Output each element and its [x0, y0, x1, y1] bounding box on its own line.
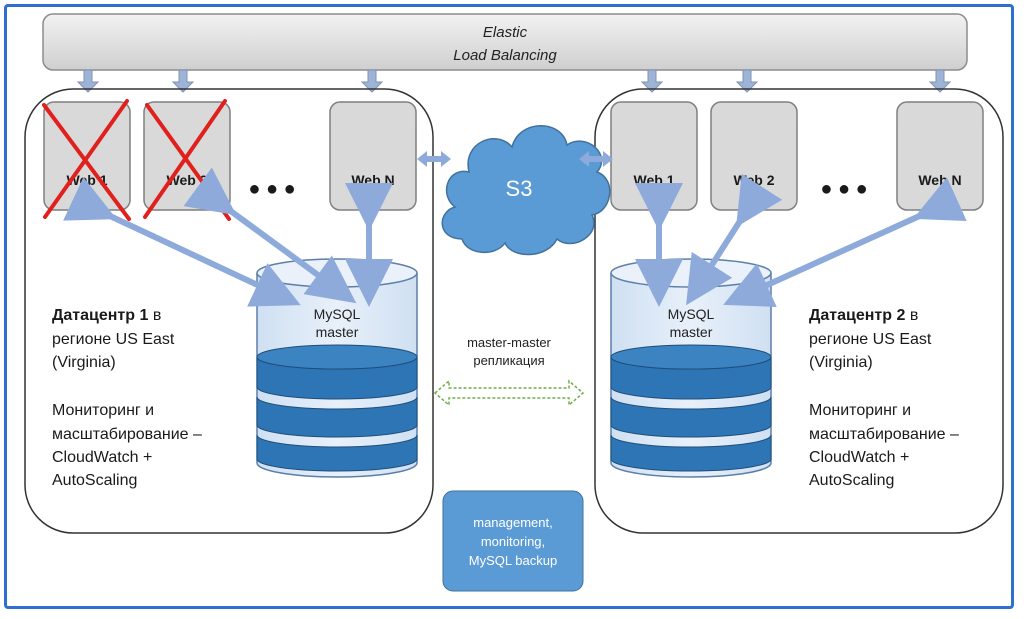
datacenter-left-line4: Мониторинг и: [52, 402, 154, 419]
right-web-server-n: Web N: [896, 101, 984, 211]
svg-text:Web 2: Web 2: [734, 172, 775, 188]
svg-text:Web 1: Web 1: [634, 172, 675, 188]
lb-arrow: [640, 69, 664, 93]
left-web-server-1: Web 1: [42, 99, 131, 221]
lb-arrow: [360, 69, 384, 93]
left-web-server-n: Web N: [329, 101, 417, 211]
right-webn-db-arrow: [723, 177, 967, 307]
load-balancer: Elastic Load Balancing: [42, 13, 968, 71]
left-web2-db-arrow: [183, 167, 357, 304]
s3-cloud: S3: [441, 125, 611, 256]
datacenter-right-line2: регионе US East: [809, 331, 932, 348]
datacenter-right-line4: Мониторинг и: [809, 402, 911, 419]
datacenter-right-line7: AutoScaling: [809, 472, 894, 489]
right-web-server-2: Web 2: [710, 101, 798, 211]
s3-links: [417, 151, 613, 167]
management-line1: management,: [473, 515, 553, 530]
datacenter-right-line6: CloudWatch +: [809, 449, 909, 466]
datacenter-left-line7: AutoScaling: [52, 472, 137, 489]
left-db-line2: master: [316, 324, 359, 340]
svg-text:Web N: Web N: [351, 172, 394, 188]
replication-line2: репликация: [473, 353, 544, 368]
lb-arrow: [76, 69, 100, 93]
left-s3-arrow: [417, 151, 451, 167]
datacenter-right-boundary: [594, 88, 1004, 534]
architecture-diagram: Elastic Load Balancing Web 1 Web 2 ● ● ●…: [24, 13, 1004, 592]
datacenter-left-line3: (Virginia): [52, 354, 116, 371]
datacenter-left-line6: CloudWatch +: [52, 449, 152, 466]
lb-down-arrows: [76, 69, 952, 93]
load-balancer-line2: Load Balancing: [453, 47, 557, 64]
lb-arrow: [735, 69, 759, 93]
replication-line1: master-master: [467, 335, 551, 350]
replication-arrow: [433, 379, 585, 407]
right-db-line1: MySQL: [668, 306, 715, 322]
right-s3-arrow: [579, 151, 613, 167]
left-db-arrows: [63, 167, 393, 307]
right-db-arrows: [635, 173, 967, 307]
left-web1-db-arrow: [63, 177, 301, 307]
lb-arrow: [171, 69, 195, 93]
left-db-line1: MySQL: [314, 306, 361, 322]
management-line3: MySQL backup: [469, 553, 557, 568]
lb-arrow: [928, 69, 952, 93]
management-box: management, monitoring, MySQL backup: [442, 490, 584, 592]
management-line2: monitoring,: [481, 534, 545, 549]
right-web-server-1: Web 1: [610, 101, 698, 211]
svg-text:Web N: Web N: [918, 172, 961, 188]
datacenter-left-boundary: [24, 88, 434, 534]
s3-label: S3: [506, 176, 533, 201]
diagram-frame: Elastic Load Balancing Web 1 Web 2 ● ● ●…: [4, 4, 1014, 609]
datacenter-left-line5: масштабирование –: [52, 426, 202, 443]
right-ellipsis: ● ● ●: [820, 178, 867, 200]
datacenter-right-title: Датацентр 2 в: [809, 307, 918, 324]
datacenter-left-line2: регионе US East: [52, 331, 175, 348]
datacenter-right-line5: масштабирование –: [809, 426, 959, 443]
datacenter-right-line3: (Virginia): [809, 354, 873, 371]
left-mysql-database: MySQL master: [256, 258, 418, 478]
load-balancer-line1: Elastic: [483, 24, 528, 41]
datacenter-left-title: Датацентр 1 в: [52, 307, 161, 324]
left-ellipsis: ● ● ●: [248, 178, 295, 200]
right-db-line2: master: [670, 324, 713, 340]
